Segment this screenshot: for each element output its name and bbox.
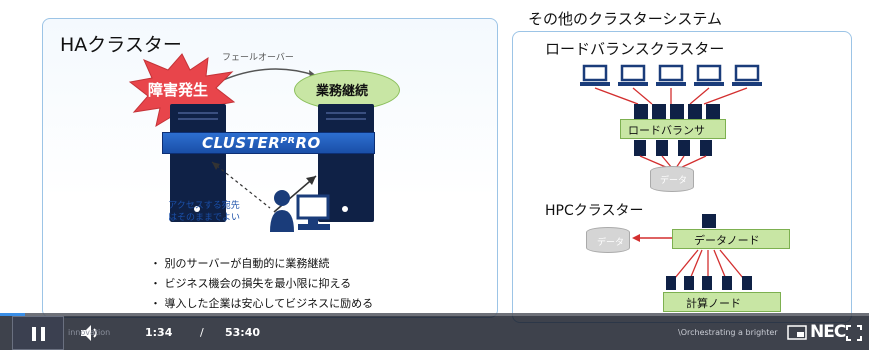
volume-icon[interactable]	[79, 324, 101, 342]
failover-label: フェールオーバー	[222, 53, 294, 63]
picture-in-picture-icon[interactable]	[787, 325, 807, 340]
user-computer-icon	[270, 190, 330, 232]
access-arrows-icon	[211, 161, 317, 213]
bullet-item: ・ 導入した企業は安心してビジネスに励める	[150, 297, 374, 310]
data-node-box	[672, 229, 790, 249]
ha-title: HAクラスター	[60, 34, 182, 56]
failure-label: 障害発生	[148, 81, 209, 99]
bullet-item: ・ 別のサーバーが自動的に業務継続	[150, 257, 330, 270]
caption-faint-left: innovation	[68, 328, 111, 337]
compute-node-box	[663, 292, 781, 312]
hpc-title: HPCクラスター	[545, 203, 644, 219]
access-note-line2: はそのままでよい	[168, 213, 241, 223]
time-separator: /	[200, 326, 204, 339]
continuation-label: 業務継続	[316, 84, 369, 99]
hpc-diagram-icon	[632, 214, 752, 290]
bullet-list: ・ 別のサーバーが自動的に業務継続 ・ ビジネス機会の損失を最小限に抑える ・ …	[150, 254, 373, 314]
other-clusters-title: その他のクラスターシステム	[528, 10, 722, 28]
load-balancer-label: ロードバランサ	[628, 124, 705, 137]
access-note-line1: アクセスする宛先	[168, 201, 240, 211]
product-band	[162, 132, 375, 154]
continuation-badge	[294, 70, 400, 110]
server-primary-icon	[170, 104, 226, 222]
bullet-item: ・ ビジネス機会の損失を最小限に抑える	[150, 277, 352, 290]
product-logo: CLUSTERᴾᴿRO	[202, 134, 321, 152]
player-control-bar	[0, 313, 869, 350]
brand-logo: NEC	[810, 322, 846, 342]
hpc-data-label: データ	[597, 238, 625, 248]
access-note: アクセスする宛先 はそのままでよい	[168, 200, 240, 224]
data-node-label: データノード	[694, 234, 760, 247]
fullscreen-icon[interactable]	[846, 325, 862, 341]
progress-track[interactable]	[0, 313, 869, 316]
load-balancer-box	[620, 119, 726, 139]
current-time: 1:34	[145, 326, 173, 339]
progress-fill	[0, 313, 26, 316]
ha-panel	[42, 18, 498, 318]
lb-title: ロードバランスクラスター	[545, 40, 725, 58]
lb-data-label: データ	[660, 176, 688, 186]
pause-button[interactable]	[12, 316, 64, 350]
footer-caption: \Orchestrating a brighter	[678, 328, 778, 337]
lb-database-icon	[650, 166, 694, 192]
compute-node-label: 計算ノード	[686, 297, 741, 310]
duration: 53:40	[225, 326, 261, 339]
hpc-database-icon	[586, 227, 630, 253]
